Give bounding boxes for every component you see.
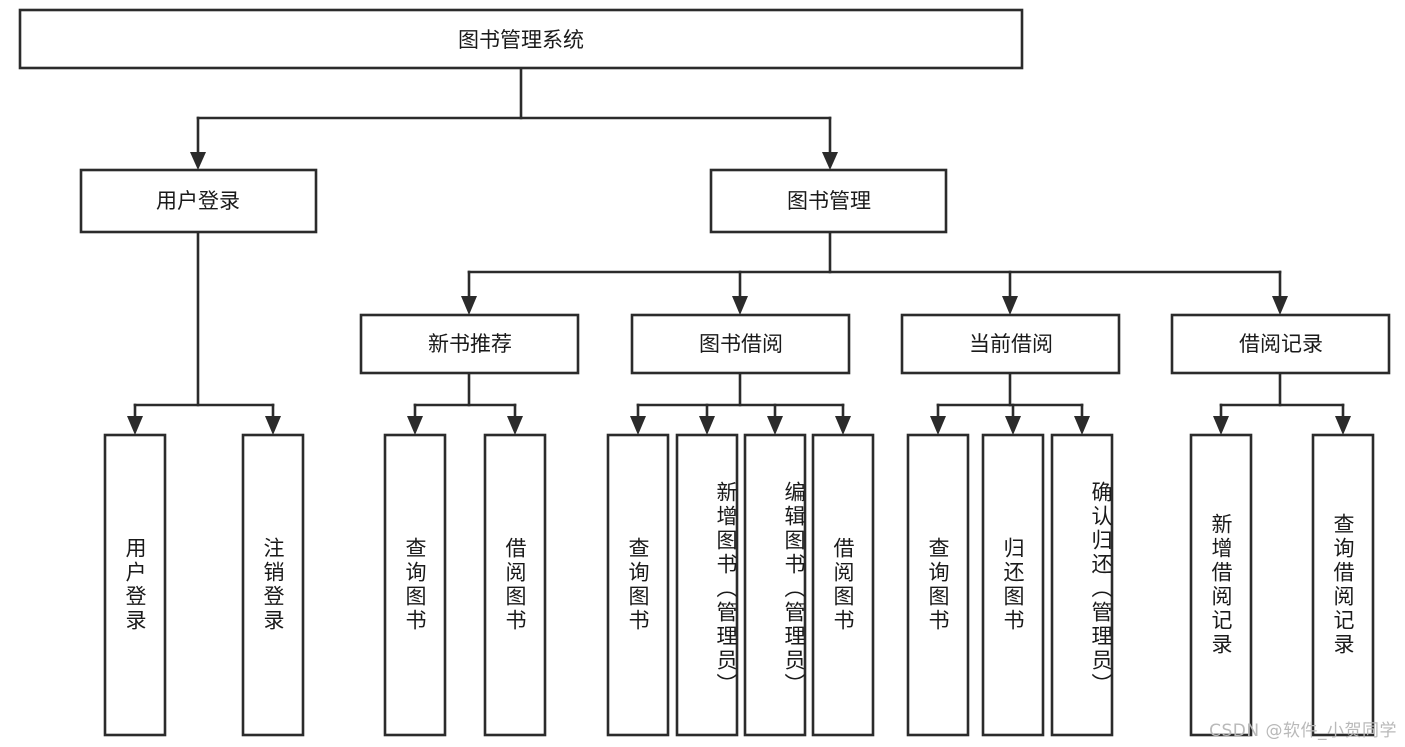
csdn-watermark: CSDN @软件_小贺同学 bbox=[1209, 721, 1397, 741]
arrow-leaf-edit-book bbox=[767, 416, 783, 435]
node-book-management-box[interactable] bbox=[709, 168, 948, 234]
node-current-borrow-box[interactable] bbox=[900, 313, 1121, 375]
arrow-to-user-login bbox=[190, 152, 206, 170]
leaf-box-query-book-3[interactable] bbox=[906, 433, 970, 737]
arrow-leaf-user-login bbox=[127, 416, 143, 435]
arrow-leaf-add-record bbox=[1213, 416, 1229, 435]
arrow-leaf-query-book-1 bbox=[407, 416, 423, 435]
node-root-label: 图书管理系统 bbox=[458, 28, 584, 52]
node-user-login-label: 用户登录 bbox=[156, 189, 240, 213]
node-borrow-record-label: 借阅记录 bbox=[1239, 332, 1323, 356]
node-new-book-recommend-box[interactable] bbox=[359, 313, 580, 375]
arrow-to-current-borrow bbox=[1002, 296, 1018, 315]
leaf-box-add-book[interactable] bbox=[675, 433, 739, 737]
leaf-box-borrow-book-2[interactable] bbox=[811, 433, 875, 737]
leaf-box-query-book-2[interactable] bbox=[606, 433, 670, 737]
leaf-box-query-book-1[interactable] bbox=[383, 433, 447, 737]
node-book-management-label: 图书管理 bbox=[787, 189, 871, 213]
node-new-book-recommend[interactable]: 新书推荐 bbox=[359, 313, 580, 375]
arrow-to-book-mgmt bbox=[822, 152, 838, 170]
arrow-leaf-borrow-book-1 bbox=[507, 416, 523, 435]
arrow-leaf-query-record bbox=[1335, 416, 1351, 435]
leaf-box-return-book[interactable] bbox=[981, 433, 1045, 737]
node-current-borrow-label: 当前借阅 bbox=[969, 332, 1053, 356]
leaf-box-edit-book[interactable] bbox=[743, 433, 807, 737]
leaf-box-query-record[interactable] bbox=[1311, 433, 1375, 737]
arrow-to-new-book-rec bbox=[461, 296, 477, 315]
leaf-box-user-login[interactable] bbox=[103, 433, 167, 737]
arrow-leaf-logout bbox=[265, 416, 281, 435]
node-root[interactable]: 图书管理系统 bbox=[18, 8, 1024, 70]
leaf-box-logout[interactable] bbox=[241, 433, 305, 737]
leaf-boxes bbox=[103, 433, 1375, 737]
leaf-box-confirm-return[interactable] bbox=[1050, 433, 1114, 737]
arrow-leaf-query-book-2 bbox=[630, 416, 646, 435]
arrow-to-book-borrow bbox=[732, 296, 748, 315]
node-borrow-record[interactable]: 借阅记录 bbox=[1170, 313, 1391, 375]
arrow-leaf-return-book bbox=[1005, 416, 1021, 435]
node-book-borrow[interactable]: 图书借阅 bbox=[630, 313, 851, 375]
leaf-box-borrow-book-1[interactable] bbox=[483, 433, 547, 737]
node-root-box[interactable] bbox=[18, 8, 1024, 70]
arrow-leaf-query-book-3 bbox=[930, 416, 946, 435]
node-current-borrow[interactable]: 当前借阅 bbox=[900, 313, 1121, 375]
node-borrow-record-box[interactable] bbox=[1170, 313, 1391, 375]
node-book-borrow-label: 图书借阅 bbox=[699, 332, 783, 356]
node-book-management[interactable]: 图书管理 bbox=[709, 168, 948, 234]
node-user-login-box[interactable] bbox=[79, 168, 318, 234]
node-book-borrow-box[interactable] bbox=[630, 313, 851, 375]
arrow-leaf-add-book bbox=[699, 416, 715, 435]
node-user-login[interactable]: 用户登录 bbox=[79, 168, 318, 234]
leaf-box-add-record[interactable] bbox=[1189, 433, 1253, 737]
arrow-leaf-confirm-return bbox=[1074, 416, 1090, 435]
arrow-leaf-borrow-book-2 bbox=[835, 416, 851, 435]
connectors bbox=[127, 66, 1351, 435]
node-new-book-recommend-label: 新书推荐 bbox=[428, 332, 512, 356]
arrow-to-borrow-record bbox=[1272, 296, 1288, 315]
